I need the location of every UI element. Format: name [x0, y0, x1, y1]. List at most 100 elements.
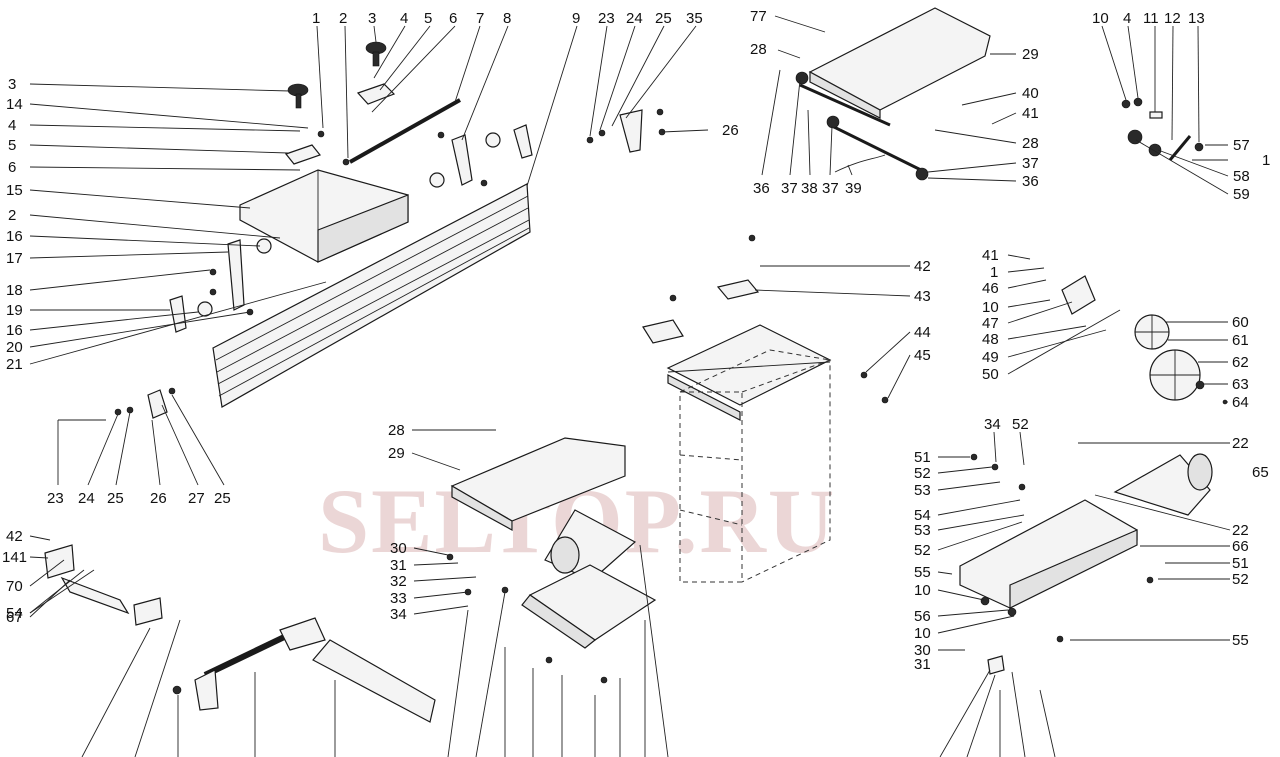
callout-label: 33	[390, 590, 407, 607]
callout-label: 26	[150, 490, 167, 507]
callout-label: 25	[655, 10, 672, 27]
parts-drawings	[44, 7, 1228, 723]
callout-label: 23	[47, 490, 64, 507]
callout-label: 23	[598, 10, 615, 27]
fence-profile	[212, 183, 531, 408]
callout-label: 70	[6, 578, 23, 595]
callout-label: 66	[1232, 538, 1249, 555]
callout-label: 22	[1232, 522, 1249, 539]
table-rollers	[795, 71, 929, 181]
callout-label: 36	[1022, 173, 1039, 190]
callout-label: 5	[8, 137, 16, 154]
callout-label: 22	[1232, 435, 1249, 452]
callout-label: 58	[1233, 168, 1250, 185]
fence-rod	[349, 98, 461, 164]
callout-label: 4	[8, 117, 16, 134]
chip-chute-center	[521, 509, 657, 649]
callout-label: 17	[6, 250, 23, 267]
callout-label: 52	[1232, 571, 1249, 588]
callout-label: 10	[982, 299, 999, 316]
callout-label: 42	[914, 258, 931, 275]
callout-label: 30	[390, 540, 407, 557]
callout-label: 3	[368, 10, 376, 27]
callout-label: 3	[8, 76, 16, 93]
callout-label: 9	[572, 10, 580, 27]
callout-label: 1	[990, 264, 998, 281]
callout-label: 64	[1232, 394, 1249, 411]
callout-label: 34	[390, 606, 407, 623]
callout-label: 44	[914, 324, 931, 341]
callout-label: 52	[1012, 416, 1029, 433]
callout-label: 32	[390, 573, 407, 590]
callout-label: 15	[6, 182, 23, 199]
callout-label: 28	[1022, 135, 1039, 152]
callout-label: 2	[8, 207, 16, 224]
callout-label: 77	[750, 8, 767, 25]
handwheel-assembly	[1121, 97, 1204, 161]
callout-label: 10	[1092, 10, 1109, 27]
callout-label: 20	[6, 339, 23, 356]
callout-label: 6	[8, 159, 16, 176]
knob-plates	[285, 41, 396, 165]
callout-label: 27	[188, 490, 205, 507]
callout-label: 14	[6, 96, 23, 113]
callout-label: 141	[2, 549, 27, 566]
callout-label: 56	[914, 608, 931, 625]
callout-label: 37	[822, 180, 839, 197]
wheels	[1134, 314, 1228, 405]
extension-arm	[172, 617, 436, 723]
callout-label: 1	[1262, 152, 1270, 169]
callout-label: 25	[214, 490, 231, 507]
callout-label: 26	[722, 122, 739, 139]
callout-label: 21	[6, 356, 23, 373]
callout-label: 31	[390, 557, 407, 574]
callout-label: 59	[1233, 186, 1250, 203]
callout-label: 38	[801, 180, 818, 197]
callout-label: 51	[1232, 555, 1249, 572]
callout-label: 10	[914, 582, 931, 599]
callout-label: 57	[1233, 137, 1250, 154]
callout-label: 13	[1188, 10, 1205, 27]
callout-label: 31	[914, 656, 931, 673]
callout-label: 50	[982, 366, 999, 383]
callout-label: 48	[982, 331, 999, 348]
callout-label: 35	[686, 10, 703, 27]
callout-labels: 1 2 3 4 5 6 7 8 9 23 24 25 35 77 28 29 1…	[2, 8, 1270, 673]
callout-label: 53	[914, 482, 931, 499]
leader-lines	[29, 15, 1231, 757]
stand-frame	[666, 324, 832, 583]
callout-label: 52	[914, 542, 931, 559]
right-housing	[959, 453, 1213, 609]
callout-label: 1	[312, 10, 320, 27]
callout-label: 11	[1143, 10, 1159, 27]
callout-label: 53	[914, 522, 931, 539]
lock-levers	[169, 124, 533, 333]
callout-label: 40	[1022, 85, 1039, 102]
callout-label: 19	[6, 302, 23, 319]
callout-label: 34	[984, 416, 1001, 433]
callout-label: 39	[845, 180, 862, 197]
outfeed-table-mid	[450, 437, 626, 532]
callout-label: 55	[914, 564, 931, 581]
callout-label: 37	[781, 180, 798, 197]
callout-label: 52	[914, 465, 931, 482]
callout-label: 2	[339, 10, 347, 27]
callout-label: 24	[626, 10, 643, 27]
callout-label: 30	[914, 642, 931, 659]
callout-label: 54	[914, 507, 931, 524]
callout-label: 25	[107, 490, 124, 507]
callout-label: 16	[6, 322, 23, 339]
callout-label: 36	[753, 180, 770, 197]
callout-label: 8	[503, 10, 511, 27]
callout-label: 43	[914, 288, 931, 305]
callout-label: 46	[982, 280, 999, 297]
callout-label: 67	[6, 609, 23, 626]
callout-label: 7	[476, 10, 484, 27]
callout-label: 12	[1164, 10, 1181, 27]
callout-label: 6	[449, 10, 457, 27]
callout-label: 63	[1232, 376, 1249, 393]
callout-label: 4	[1123, 10, 1131, 27]
callout-label: 10	[914, 625, 931, 642]
callout-label: 60	[1232, 314, 1249, 331]
